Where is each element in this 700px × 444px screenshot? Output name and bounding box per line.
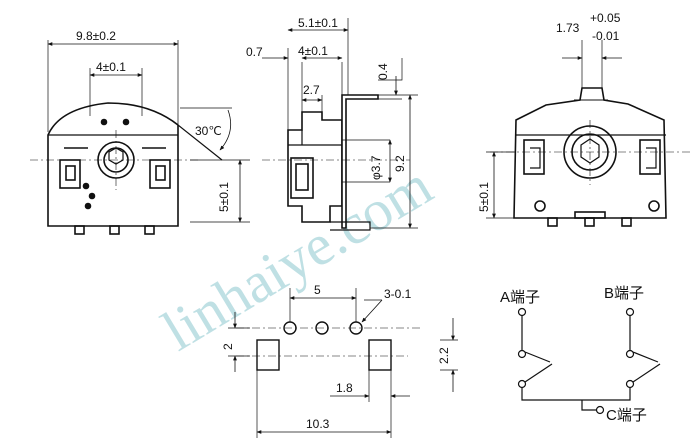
front-view: [30, 40, 250, 235]
rear-height-label: 5±0.1: [477, 182, 491, 212]
terminal-a-label: A端子: [500, 289, 540, 306]
rear-tol-upper: +0.05: [590, 11, 621, 25]
side-height-label: 9.2: [393, 155, 407, 172]
terminal-c-label: C端子: [606, 407, 647, 424]
side-offset-label: 0.7: [246, 45, 263, 59]
front-width-label: 9.8±0.2: [76, 29, 116, 43]
side-thickness-label: 0.4: [376, 63, 390, 80]
pcb-pad-width-label: 1.8: [336, 381, 353, 395]
front-height-label: 5±0.1: [217, 182, 231, 212]
side-shaft-label: φ3.7: [369, 155, 383, 180]
pcb-left-gap-label: 2: [221, 343, 235, 350]
front-angle-label: 30℃: [195, 124, 222, 138]
rear-tol-lower: -0.01: [592, 29, 620, 43]
side-lead-label: 2.7: [303, 83, 320, 97]
pcb-holes-label: 3-0.1: [384, 287, 412, 301]
switch-schematic: [517, 307, 661, 415]
terminal-b-label: B端子: [604, 285, 644, 302]
pcb-right-gap-label: 2.2: [437, 347, 451, 364]
front-pitch-label: 4±0.1: [96, 60, 126, 74]
pcb-pad-span-label: 10.3: [306, 417, 330, 431]
side-pitch-label: 4±0.1: [298, 44, 328, 58]
rear-tol-nominal: 1.73: [556, 21, 580, 35]
pcb-pitch-label: 5: [314, 283, 321, 297]
rear-view: [486, 40, 690, 227]
side-view: [262, 18, 418, 231]
pcb-layout: [228, 288, 458, 438]
side-overall-label: 5.1±0.1: [298, 16, 338, 30]
